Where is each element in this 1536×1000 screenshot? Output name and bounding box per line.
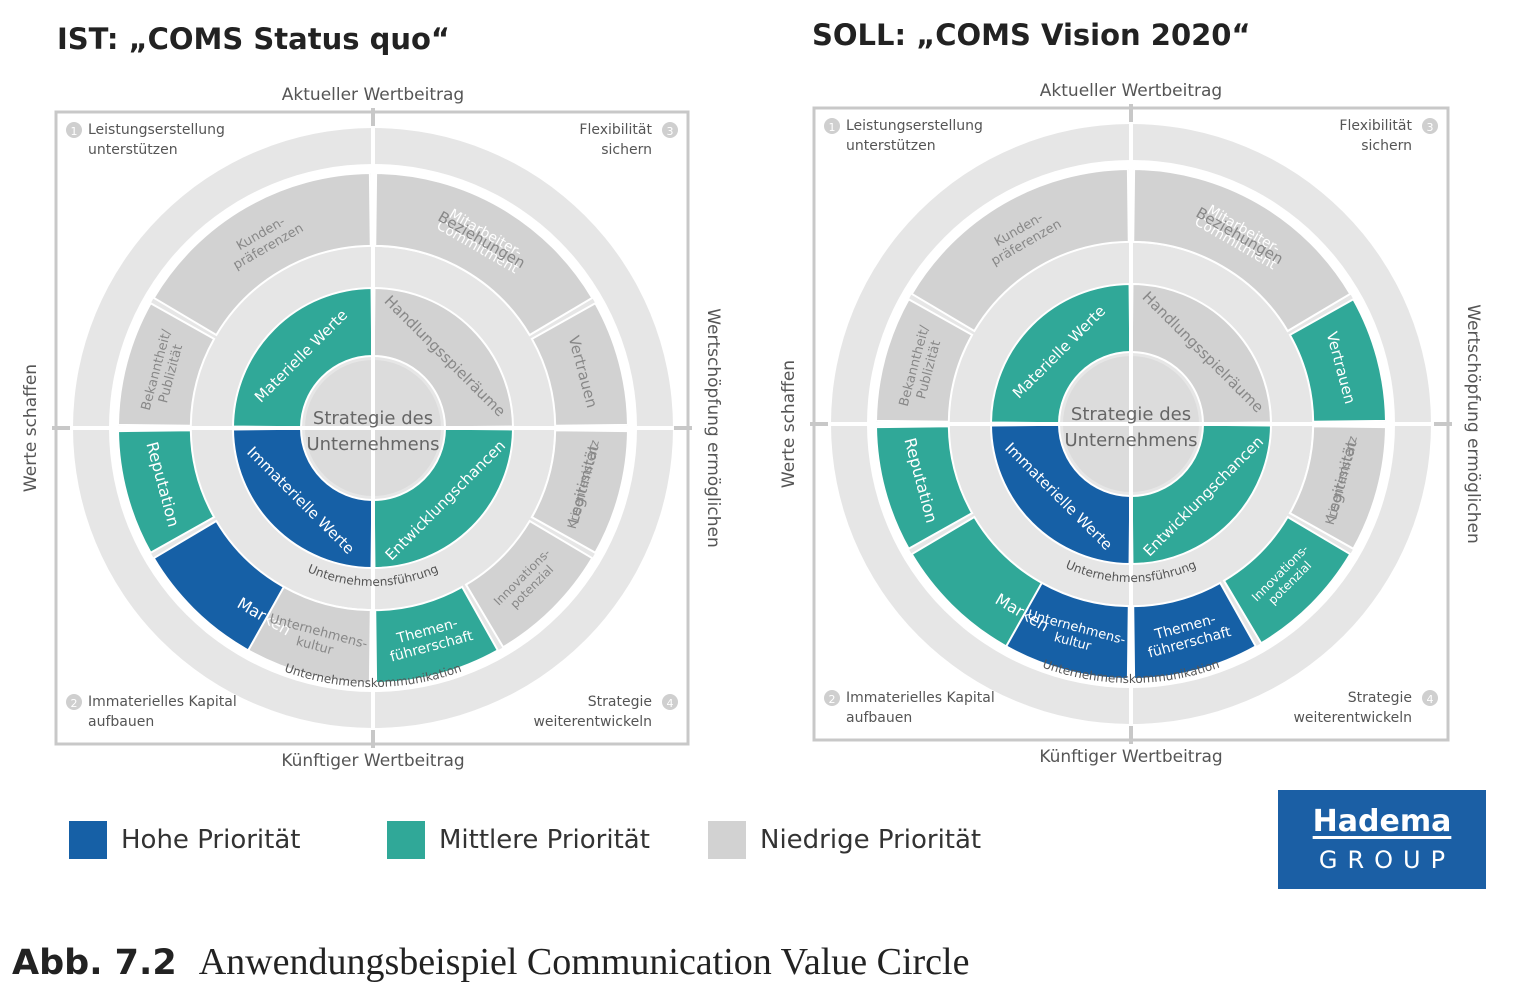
quadrant-number: 3	[1427, 121, 1434, 134]
inner-segment	[1130, 423, 1273, 566]
quadrant-label-line2: sichern	[1361, 138, 1412, 154]
quadrant-number: 1	[71, 125, 78, 138]
center-label-line1: Strategie des	[313, 408, 433, 429]
quadrant-number-badge	[824, 690, 840, 706]
inner-segment	[989, 282, 1132, 425]
outer-segment	[875, 297, 974, 423]
logo-group-text: GROUP	[1318, 846, 1456, 874]
quadrant-label-line1: Flexibilität	[579, 122, 652, 138]
quadrant-number: 4	[1427, 693, 1434, 706]
diagram-title-soll: SOLL: „COMS Vision 2020“	[812, 18, 1251, 52]
side-label-bottom: Künftiger Wertbeitrag	[281, 751, 464, 771]
side-label-top: Aktueller Wertbeitrag	[282, 85, 464, 105]
quadrant-label-line2: unterstützen	[846, 138, 936, 154]
quadrant-number: 4	[667, 697, 674, 710]
outer-segment	[1132, 168, 1352, 333]
quadrant-label-line2: weiterentwickeln	[533, 714, 652, 730]
legend-item-low: Niedrige Priorität	[708, 821, 981, 859]
logo-wordmark: Hadema	[1312, 804, 1452, 839]
side-label-bottom: Künftiger Wertbeitrag	[1039, 747, 1222, 767]
legend-swatch-mid	[387, 821, 425, 859]
outer-segment	[530, 429, 629, 555]
legend-item-mid: Mittlere Priorität	[387, 821, 650, 859]
outer-segment	[1288, 297, 1387, 423]
outer-segment	[374, 585, 500, 684]
inner-segment	[231, 427, 374, 570]
quadrant-number-badge	[1422, 118, 1438, 134]
legend-label-mid: Mittlere Priorität	[439, 825, 650, 855]
center-label-line2: Unternehmens	[306, 434, 439, 455]
quadrant-number: 2	[829, 693, 836, 706]
quadrant-label-line1: Strategie	[588, 694, 652, 710]
outer-segment	[1222, 515, 1352, 645]
quadrant-label-line1: Leistungserstellung	[846, 118, 983, 134]
outer-segment	[246, 585, 372, 684]
quadrant-label-line2: weiterentwickeln	[1293, 710, 1412, 726]
center-label-line2: Unternehmens	[1064, 430, 1197, 451]
diagram-title-ist: IST: „COMS Status quo“	[57, 22, 450, 56]
quadrant-label-line1: Leistungserstellung	[88, 122, 225, 138]
legend-label-high: Hohe Priorität	[121, 825, 301, 855]
outer-segment	[152, 172, 372, 337]
outer-segment	[1132, 581, 1258, 680]
quadrant-label-line1: Strategie	[1348, 690, 1412, 706]
side-label-left: Werte schaffen	[21, 364, 41, 492]
outer-segment	[464, 519, 594, 649]
legend-label-low: Niedrige Priorität	[760, 825, 982, 855]
outer-segment	[1288, 425, 1387, 551]
inner-segment	[372, 427, 515, 570]
quadrant-label-line1: Immaterielles Kapital	[846, 690, 995, 706]
quadrant-label-line2: unterstützen	[88, 142, 178, 158]
quadrant-number-badge	[66, 122, 82, 138]
outer-segment	[117, 429, 216, 555]
legend-swatch-low	[708, 821, 746, 859]
quadrant-number-badge	[1422, 690, 1438, 706]
quadrant-number: 2	[71, 697, 78, 710]
side-label-right: Wertschöpfung ermöglichen	[1463, 304, 1483, 544]
quadrant-label-line1: Immaterielles Kapital	[88, 694, 237, 710]
outer-segment	[1004, 581, 1130, 680]
side-label-right: Wertschöpfung ermöglichen	[703, 308, 723, 548]
quadrant-number-badge	[662, 694, 678, 710]
quadrant-label-line1: Flexibilität	[1339, 118, 1412, 134]
outer-segment	[530, 301, 629, 427]
quadrant-number-badge	[662, 122, 678, 138]
caption-number: Abb. 7.2	[12, 943, 177, 983]
quadrant-number: 3	[667, 125, 674, 138]
inner-segment	[989, 423, 1132, 566]
legend-swatch-high	[69, 821, 107, 859]
outer-segment	[374, 172, 594, 337]
hadema-group-logo: Hadema GROUP	[1278, 790, 1486, 889]
outer-segment	[875, 425, 974, 551]
figure-caption: Abb. 7.2 Anwendungsbeispiel Communication…	[12, 940, 969, 984]
center-label-line1: Strategie des	[1071, 404, 1191, 425]
quadrant-number-badge	[824, 118, 840, 134]
side-label-top: Aktueller Wertbeitrag	[1040, 81, 1222, 101]
quadrant-label-line2: aufbauen	[846, 710, 912, 726]
inner-segment	[231, 286, 374, 429]
quadrant-number: 1	[829, 121, 836, 134]
quadrant-number-badge	[66, 694, 82, 710]
legend-item-high: Hohe Priorität	[69, 821, 300, 859]
outer-segment	[117, 301, 216, 427]
side-label-left: Werte schaffen	[779, 360, 799, 488]
quadrant-label-line2: sichern	[601, 142, 652, 158]
outer-segment	[910, 168, 1130, 333]
inner-segment	[372, 286, 515, 429]
inner-segment	[1130, 282, 1273, 425]
caption-text: Anwendungsbeispiel Communication Value C…	[198, 941, 970, 983]
quadrant-label-line2: aufbauen	[88, 714, 154, 730]
